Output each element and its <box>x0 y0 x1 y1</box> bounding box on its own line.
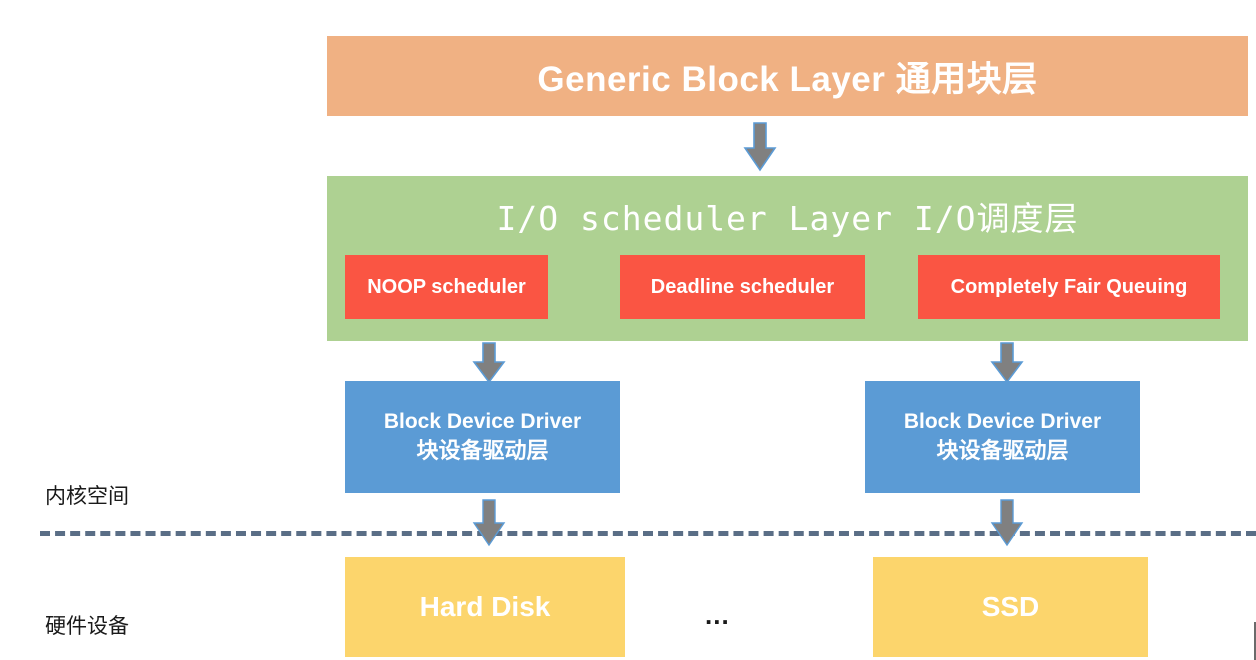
kernel-space-label: 内核空间 <box>45 484 129 508</box>
devices-ellipsis: ... <box>705 600 730 630</box>
down-arrow-icon <box>472 499 506 552</box>
device-label-ssd: SSD <box>981 591 1040 622</box>
down-arrow-icon <box>990 342 1024 389</box>
hardware-device-label: 硬件设备 <box>45 614 129 638</box>
device-label-hard-disk: Hard Disk <box>419 591 551 622</box>
generic-block-layer-label: Generic Block Layer 通用块层 <box>537 59 1038 99</box>
device-box-hard-disk: Hard Disk <box>345 557 625 657</box>
block-device-driver-right-label-en: Block Device Driver <box>903 409 1102 433</box>
device-box-ssd: SSD <box>873 557 1148 657</box>
down-arrow-icon <box>743 122 777 177</box>
down-arrow-icon <box>990 499 1024 552</box>
kernel-hardware-divider <box>40 531 1256 536</box>
scheduler-label-noop: NOOP scheduler <box>367 275 526 298</box>
scheduler-box-noop[interactable]: NOOP scheduler <box>345 255 548 319</box>
page-edge-mark <box>1254 622 1256 660</box>
block-device-driver-right-label-cn: 块设备驱动层 <box>936 438 1069 464</box>
block-device-driver-right-box: Block Device Driver 块设备驱动层 <box>865 381 1140 493</box>
block-device-driver-left-box: Block Device Driver 块设备驱动层 <box>345 381 620 493</box>
io-scheduler-layer-box: I/O scheduler Layer I/O调度层 NOOP schedule… <box>327 176 1248 341</box>
block-device-driver-left-label-en: Block Device Driver <box>383 409 582 433</box>
scheduler-label-cfq: Completely Fair Queuing <box>950 275 1188 298</box>
scheduler-box-deadline[interactable]: Deadline scheduler <box>620 255 865 319</box>
scheduler-box-cfq[interactable]: Completely Fair Queuing <box>918 255 1220 319</box>
down-arrow-icon <box>472 342 506 389</box>
generic-block-layer-box: Generic Block Layer 通用块层 <box>327 36 1248 116</box>
scheduler-label-deadline: Deadline scheduler <box>650 275 835 298</box>
block-device-driver-left-label-cn: 块设备驱动层 <box>416 438 549 464</box>
io-scheduler-layer-label: I/O scheduler Layer I/O调度层 <box>496 199 1079 238</box>
